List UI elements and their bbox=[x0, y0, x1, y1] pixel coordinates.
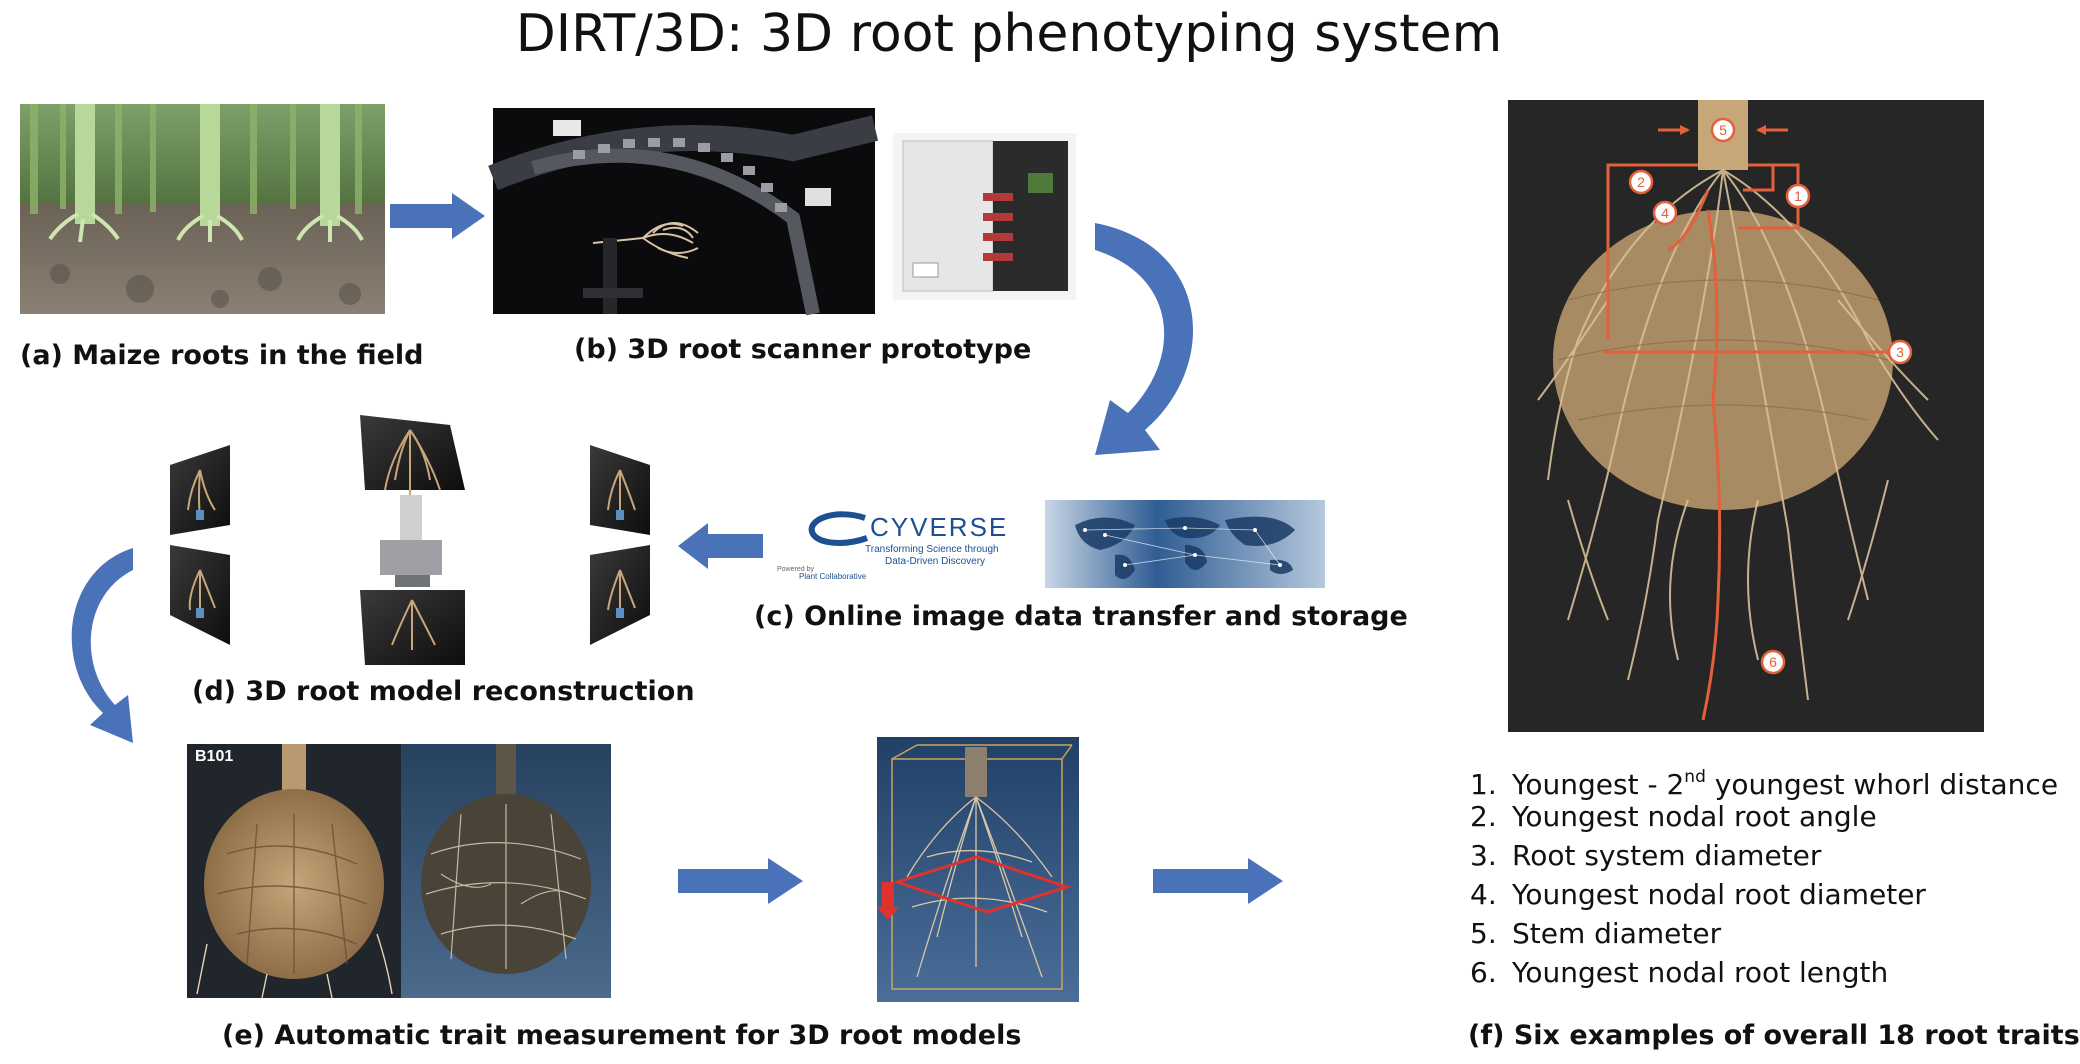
trait-item: 4.Youngest nodal root diameter bbox=[1470, 878, 1926, 911]
caption-c: (c) Online image data transfer and stora… bbox=[754, 601, 1408, 632]
cyverse-tagline-2: Data-Driven Discovery bbox=[885, 556, 986, 567]
root-bounding-box-render bbox=[877, 737, 1079, 1002]
trait-item: 5.Stem diameter bbox=[1470, 917, 1722, 950]
arrow-right-icon bbox=[678, 858, 803, 904]
trait-list: 1.Youngest - 2nd youngest whorl distance… bbox=[1470, 758, 2059, 992]
page-title: DIRT/3D: 3D root phenotyping system bbox=[515, 4, 1503, 64]
trait-item: 3.Root system diameter bbox=[1470, 839, 1822, 872]
server-photo bbox=[893, 133, 1076, 300]
caption-f: (f) Six examples of overall 18 root trai… bbox=[1468, 1020, 2080, 1051]
cyverse-swoosh-icon bbox=[808, 511, 869, 546]
trait-marker-3: 3 bbox=[1887, 339, 1913, 365]
root-model-render bbox=[401, 744, 611, 998]
svg-text:6: 6 bbox=[1769, 654, 1777, 670]
cyverse-tagline-1: Transforming Science through bbox=[865, 544, 999, 555]
powered-by-label: Powered by bbox=[777, 566, 814, 573]
world-map-image bbox=[1045, 500, 1325, 588]
caption-a: (a) Maize roots in the field bbox=[20, 340, 424, 371]
curved-arrow-icon bbox=[71, 548, 133, 743]
cyverse-logo: CYVERSE Transforming Science through Dat… bbox=[765, 500, 1045, 588]
arrow-right-icon bbox=[1153, 858, 1283, 904]
trait-marker-1: 1 bbox=[1785, 183, 1811, 209]
cyverse-banner: CYVERSE Transforming Science through Dat… bbox=[765, 500, 1325, 588]
trait-marker-5: 5 bbox=[1710, 117, 1736, 143]
svg-text:5: 5 bbox=[1719, 122, 1727, 138]
trait-marker-6: 6 bbox=[1760, 649, 1786, 675]
svg-text:3: 3 bbox=[1896, 344, 1904, 360]
curved-arrow-icon bbox=[1095, 223, 1194, 455]
caption-d: (d) 3D root model reconstruction bbox=[192, 676, 695, 707]
sample-label: B101 bbox=[195, 748, 234, 765]
reconstruction-views bbox=[160, 410, 660, 670]
svg-text:1: 1 bbox=[1794, 188, 1802, 204]
scanner-photo bbox=[488, 108, 879, 316]
trait-item: 2.Youngest nodal root angle bbox=[1470, 800, 1877, 833]
arrow-left-icon bbox=[678, 523, 763, 569]
trait-marker-2: 2 bbox=[1628, 169, 1654, 195]
trait-item: 6.Youngest nodal root length bbox=[1470, 956, 1889, 989]
plant-collaborative-label: Plant Collaborative bbox=[799, 572, 867, 581]
caption-e: (e) Automatic trait measurement for 3D r… bbox=[222, 1020, 1022, 1051]
maize-field-photo bbox=[20, 104, 385, 314]
cyverse-name: CYVERSE bbox=[870, 512, 1009, 542]
arrow-right-icon bbox=[390, 193, 485, 239]
svg-text:4: 4 bbox=[1661, 205, 1669, 221]
svg-text:2: 2 bbox=[1637, 174, 1645, 190]
annotated-root-photo: 5 2 1 4 3 6 bbox=[1508, 100, 1984, 732]
trait-marker-4: 4 bbox=[1652, 200, 1678, 226]
caption-b: (b) 3D root scanner prototype bbox=[574, 334, 1032, 365]
root-photo: B101 bbox=[187, 744, 401, 999]
trait-item: 1.Youngest - 2nd youngest whorl distance bbox=[1470, 767, 2059, 801]
